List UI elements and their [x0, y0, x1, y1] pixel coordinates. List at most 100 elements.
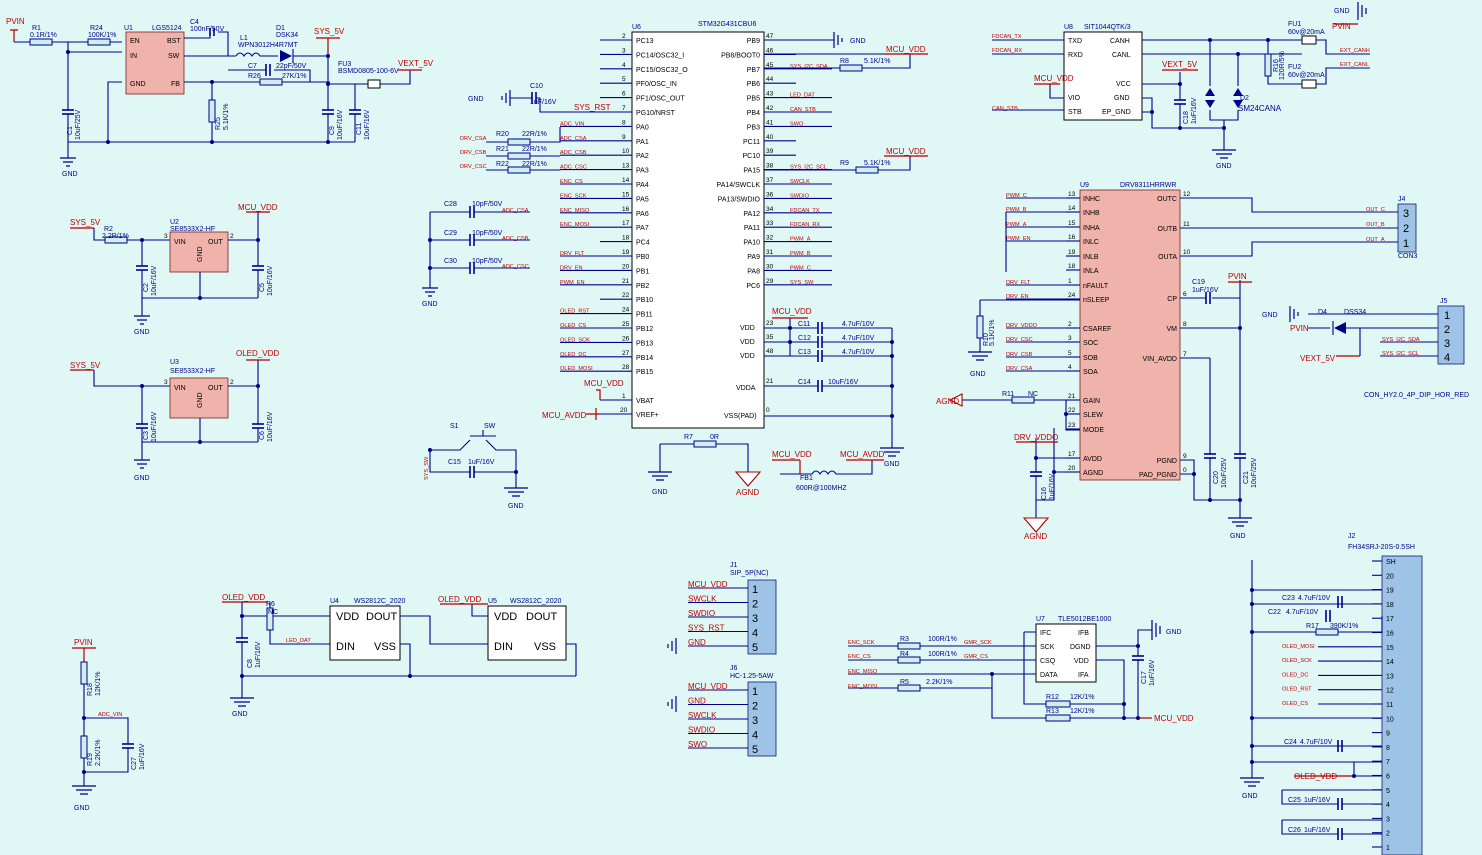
c9-ref: C9 — [329, 126, 336, 135]
svg-text:22R/1%: 22R/1% — [522, 146, 547, 153]
svg-text:C29: C29 — [444, 230, 457, 237]
u6-pin-name: PC4 — [636, 240, 650, 247]
u9-pin-name: INLA — [1083, 268, 1099, 275]
u9-pin-number: 1 — [1068, 278, 1072, 285]
connector-pin-number: 5 — [752, 642, 758, 654]
j2-net-label: OLED_SCK — [1282, 658, 1312, 664]
u9-net-label: PWM_B — [1006, 207, 1027, 213]
svg-text:CAN_STB: CAN_STB — [992, 106, 1018, 112]
svg-text:OUT: OUT — [208, 385, 224, 392]
u6-pin-name: PA9 — [747, 254, 760, 261]
svg-text:C25: C25 — [1288, 797, 1301, 804]
svg-text:MCU_VDD: MCU_VDD — [886, 147, 926, 156]
u6-net-label: DRV_FLT — [560, 251, 585, 257]
svg-text:SW: SW — [168, 53, 180, 60]
c4-value: 100nF/50V — [190, 26, 225, 33]
svg-text:1: 1 — [622, 393, 626, 400]
svg-text:U2: U2 — [170, 219, 179, 226]
svg-text:R10: R10 — [983, 333, 990, 346]
u6-pin-name: PB1 — [636, 268, 649, 275]
connector-net-label: GND — [688, 638, 706, 647]
u6-net-label: OLED_MOSI — [560, 366, 593, 372]
svg-text:CON3: CON3 — [1398, 253, 1418, 260]
u9-pin-number: 14 — [1068, 205, 1076, 212]
led-section: OLED_VDD R6 NC C8 1uF/16V LED_DAT U4 WS2… — [222, 593, 577, 718]
u1-chip — [125, 31, 185, 95]
u6-pin-number: 15 — [622, 191, 630, 198]
svg-text:WS2812C_2020: WS2812C_2020 — [354, 598, 405, 605]
u9-pin-name: PAD_PGND — [1139, 472, 1177, 479]
svg-text:PVIN: PVIN — [1290, 324, 1309, 333]
connector-pin-number: 3 — [752, 715, 758, 727]
svg-text:C17: C17 — [1141, 671, 1148, 684]
svg-text:EXT_CANH: EXT_CANH — [1340, 48, 1370, 54]
svg-text:FDCAN_RX: FDCAN_RX — [992, 48, 1022, 54]
r24-resistor — [87, 38, 111, 46]
j2-pin-number: 2 — [1386, 831, 1390, 838]
u6-net-label: ENC_MISO — [560, 208, 590, 214]
svg-text:C13: C13 — [798, 349, 811, 356]
connector-net-label: SYS_RST — [688, 624, 725, 633]
svg-text:GND: GND — [197, 392, 204, 408]
u9-pin-name: CP — [1167, 296, 1177, 303]
u6-net-label: FDCAN_RX — [790, 222, 820, 228]
svg-text:390K/1%: 390K/1% — [1330, 623, 1358, 630]
c4-ref: C4 — [190, 19, 199, 26]
r24-value: 100K/1% — [88, 32, 116, 39]
svg-text:5.1K/1%: 5.1K/1% — [864, 58, 890, 65]
u6-pin-name: PB12 — [636, 326, 653, 333]
svg-text:C21: C21 — [1243, 471, 1250, 484]
svg-text:3: 3 — [164, 233, 168, 240]
svg-text:R9: R9 — [840, 160, 849, 167]
u9-pin-name: GAIN — [1083, 398, 1100, 405]
j2-pin-number: 4 — [1386, 802, 1390, 809]
u9-pin-number: 17 — [1068, 451, 1076, 458]
j2-net-label: OLED_MOSI — [1282, 644, 1315, 650]
u1-ref: U1 — [124, 25, 133, 32]
u9-pin-name: SLEW — [1083, 412, 1103, 419]
u6-pin-number: 16 — [622, 206, 630, 213]
u6-net-label: ADC_CSC — [560, 165, 587, 171]
svg-text:R13: R13 — [1046, 708, 1059, 715]
j2-pin-number: 9 — [1386, 731, 1390, 738]
svg-text:SYS_SW: SYS_SW — [424, 456, 430, 480]
svg-text:ENC_MOSI: ENC_MOSI — [848, 684, 878, 690]
svg-text:R2: R2 — [104, 226, 113, 233]
svg-text:MCU_VDD: MCU_VDD — [238, 203, 278, 212]
svg-text:600R@100MHZ: 600R@100MHZ — [796, 485, 847, 492]
u9-pin-number: 10 — [1183, 249, 1191, 256]
svg-text:FB: FB — [171, 81, 180, 88]
j2-pin-number: 6 — [1386, 774, 1390, 781]
l1-value: WPN3012H4R7MT — [238, 42, 299, 49]
u6-pin-number: 22 — [622, 292, 630, 299]
svg-text:GND: GND — [197, 246, 204, 262]
svg-text:C16: C16 — [1041, 487, 1048, 500]
svg-text:4.7uF/10V: 4.7uF/10V — [842, 321, 875, 328]
u6-net-label: PWM_EN — [560, 280, 585, 286]
ground-tie-section: R7 0R GND AGND MCU_VDD MCU_AVDD FB1 600R… — [648, 434, 885, 497]
connector-net-label: SWCLK — [688, 711, 717, 720]
connector-pin-number: 2 — [752, 599, 758, 611]
svg-text:1uF/16V: 1uF/16V — [1191, 97, 1198, 124]
j2-pin-number: 13 — [1386, 673, 1394, 680]
connectors-right-section: J4 CON3 3 2 1 J5 CON_HY2.0_4P_DIP_HOR_RE… — [1262, 196, 1469, 399]
u6-pin-name: PB9 — [747, 38, 760, 45]
svg-text:C18: C18 — [1183, 111, 1190, 124]
svg-text:4.7uF/10V: 4.7uF/10V — [1286, 609, 1319, 616]
u6-pin-number: 31 — [766, 249, 774, 256]
u9-pin-number: 4 — [1068, 364, 1072, 371]
svg-text:VSS: VSS — [374, 641, 396, 653]
sys5v-label-1: SYS_5V — [314, 27, 345, 36]
u9-net-label: DRV_EN — [1006, 294, 1029, 300]
u6-pin-number: 20 — [622, 263, 630, 270]
u9-pin-name: VM — [1167, 326, 1178, 333]
u9-pin-name: nFAULT — [1083, 283, 1109, 290]
svg-text:ENC_MISO: ENC_MISO — [848, 669, 878, 675]
u6-pin-number: 17 — [622, 220, 630, 227]
svg-text:R11: R11 — [1002, 391, 1014, 398]
u9-pin-number: 13 — [1068, 191, 1076, 198]
svg-text:DSS34: DSS34 — [1344, 309, 1366, 316]
svg-text:MCU_VDD: MCU_VDD — [772, 307, 812, 316]
svg-text:GND: GND — [130, 81, 146, 88]
